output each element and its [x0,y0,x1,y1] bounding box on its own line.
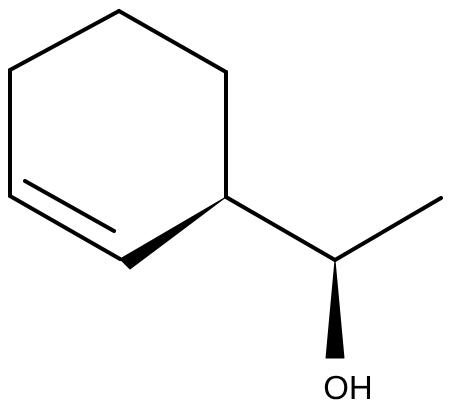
ring-double-bond-outer [8,194,122,261]
ring-double-bond-inner [23,179,116,233]
ring-bond-top-left [8,9,121,72]
stereo-wedge-hydroxyl [325,259,345,359]
ring-bond-top-right [117,9,228,74]
stereo-wedge-ring [119,196,227,270]
methyl-bond [333,196,443,262]
hydroxyl-label: OH [323,369,373,406]
side-chain-bond [224,195,337,262]
